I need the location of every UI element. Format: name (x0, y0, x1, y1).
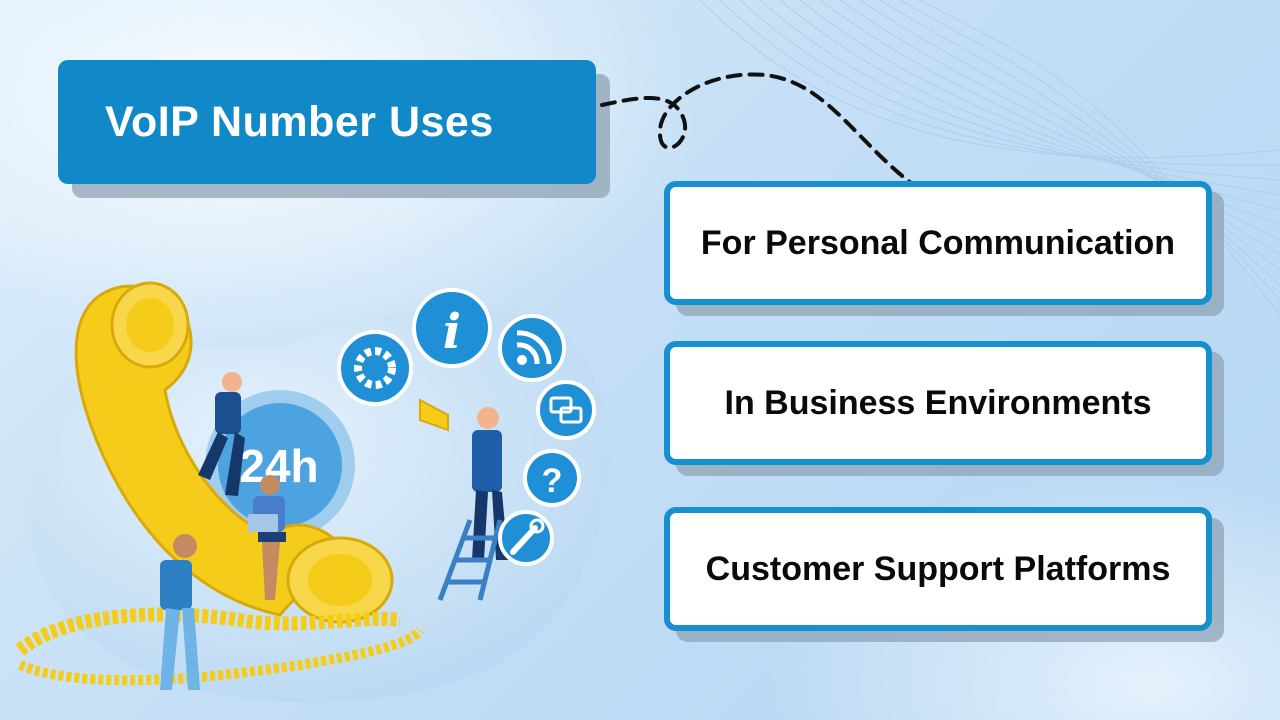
info-icon: i (412, 288, 492, 368)
voip-illustration: 24h (15, 281, 609, 703)
use-card-business: In Business Environments (664, 341, 1212, 465)
gear-icon (337, 330, 413, 406)
person-with-cable (160, 534, 200, 690)
person-laptop (248, 475, 286, 600)
24h-badge: 24h (205, 390, 355, 540)
use-label: In Business Environments (724, 383, 1152, 422)
svg-text:?: ? (542, 462, 563, 500)
page-title: VoIP Number Uses (105, 97, 494, 146)
title-banner: VoIP Number Uses (58, 60, 596, 184)
chat-icon (536, 380, 596, 440)
ladder (437, 519, 503, 601)
wifi-icon (498, 314, 566, 382)
question-icon: ? (523, 449, 581, 507)
use-label: For Personal Communication (700, 223, 1176, 262)
wrench-icon (498, 510, 554, 566)
svg-text:i: i (443, 304, 461, 360)
use-card-personal: For Personal Communication (664, 181, 1212, 305)
use-card-support: Customer Support Platforms (664, 507, 1212, 631)
person-climbing (198, 372, 245, 496)
use-label: Customer Support Platforms (705, 549, 1171, 588)
